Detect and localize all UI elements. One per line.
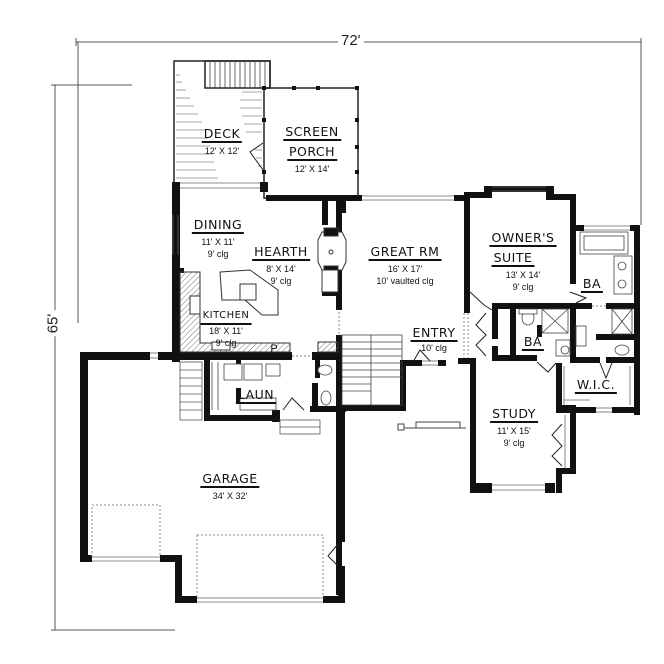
deck-boards bbox=[176, 74, 262, 179]
door-swings bbox=[282, 291, 613, 567]
room-name: Garage bbox=[200, 471, 260, 488]
room-name: BA bbox=[580, 276, 604, 293]
room-name: BA bbox=[521, 334, 545, 351]
room-name-line1: Owner's bbox=[489, 230, 557, 247]
room-size: 34' X 32' bbox=[212, 491, 248, 501]
room-ceiling: 10' clg bbox=[421, 343, 447, 353]
room-name: Laun bbox=[235, 387, 277, 404]
main-staircase bbox=[341, 334, 403, 406]
garage-stairs bbox=[179, 361, 321, 435]
room-size: 11' X 15' bbox=[497, 426, 531, 436]
room-name: P bbox=[270, 343, 278, 355]
bath-fixtures bbox=[317, 231, 633, 406]
room-ceiling: 9' clg bbox=[503, 438, 525, 448]
room-ceiling: 9' clg bbox=[215, 338, 237, 348]
room-name: Entry bbox=[410, 325, 458, 342]
room-size: 13' X 14' bbox=[505, 270, 541, 280]
room-entry: Entry 10' clg bbox=[410, 324, 458, 354]
room-bath2: BA bbox=[521, 333, 545, 351]
room-wic: W.I.C. bbox=[574, 376, 618, 394]
room-ceiling: 9' clg bbox=[270, 276, 292, 286]
room-deck: Deck 12' X 12' bbox=[201, 125, 243, 157]
room-garage: Garage 34' X 32' bbox=[200, 470, 260, 502]
room-size: 12' X 14' bbox=[294, 164, 330, 174]
room-screen-porch: Screen Porch 12' X 14' bbox=[283, 123, 341, 175]
room-dining: Dining 11' X 11' 9' clg bbox=[191, 216, 245, 260]
front-porch bbox=[397, 421, 466, 431]
room-name-line1: Screen bbox=[283, 124, 341, 141]
room-name: Deck bbox=[201, 126, 243, 143]
room-owners-bath: BA bbox=[580, 275, 604, 293]
deck-outline bbox=[173, 60, 271, 185]
room-ceiling: 9' clg bbox=[207, 249, 229, 259]
overall-width-dimension: 72' bbox=[338, 32, 364, 49]
room-hearth: Hearth 8' X 14' 9' clg bbox=[252, 243, 310, 287]
room-size: 16' X 17' bbox=[387, 264, 423, 274]
room-name: Dining bbox=[191, 217, 245, 234]
room-name: Great Rm bbox=[368, 244, 442, 261]
room-name: Kitchen bbox=[200, 309, 252, 325]
room-size: 12' X 12' bbox=[204, 146, 240, 156]
room-laundry: Laun bbox=[235, 386, 277, 404]
room-great-rm: Great Rm 16' X 17' 10' vaulted clg bbox=[368, 243, 442, 287]
room-study: Study 11' X 15' 9' clg bbox=[490, 405, 538, 449]
deck-door-swing bbox=[249, 142, 264, 171]
sink bbox=[239, 283, 257, 301]
laundry-fixtures bbox=[211, 362, 281, 411]
room-ceiling: 10' vaulted clg bbox=[376, 276, 434, 286]
deck-stairs bbox=[209, 61, 266, 88]
room-name: Study bbox=[490, 406, 538, 423]
dimension-lines bbox=[51, 38, 642, 631]
kitchen-counter bbox=[179, 269, 339, 353]
openings bbox=[91, 305, 606, 599]
room-name-line2: Suite bbox=[491, 250, 535, 267]
room-size: 18' X 11' bbox=[209, 326, 243, 336]
room-name: Hearth bbox=[252, 244, 310, 261]
room-pantry: P bbox=[270, 339, 277, 357]
room-size: 8' X 14' bbox=[266, 264, 296, 274]
room-kitchen: Kitchen 18' X 11' 9' clg bbox=[200, 305, 252, 349]
overall-depth-dimension: 65' bbox=[44, 310, 62, 337]
room-name: W.I.C. bbox=[574, 377, 618, 394]
room-owners-suite: Owner's Suite 13' X 14' 9' clg bbox=[489, 229, 557, 293]
wic-shelves bbox=[563, 366, 631, 468]
room-name-line2: Porch bbox=[286, 144, 338, 161]
room-ceiling: 9' clg bbox=[512, 282, 534, 292]
room-size: 11' X 11' bbox=[201, 237, 235, 247]
screen-porch-posts bbox=[262, 86, 359, 174]
fireplace bbox=[317, 227, 347, 293]
